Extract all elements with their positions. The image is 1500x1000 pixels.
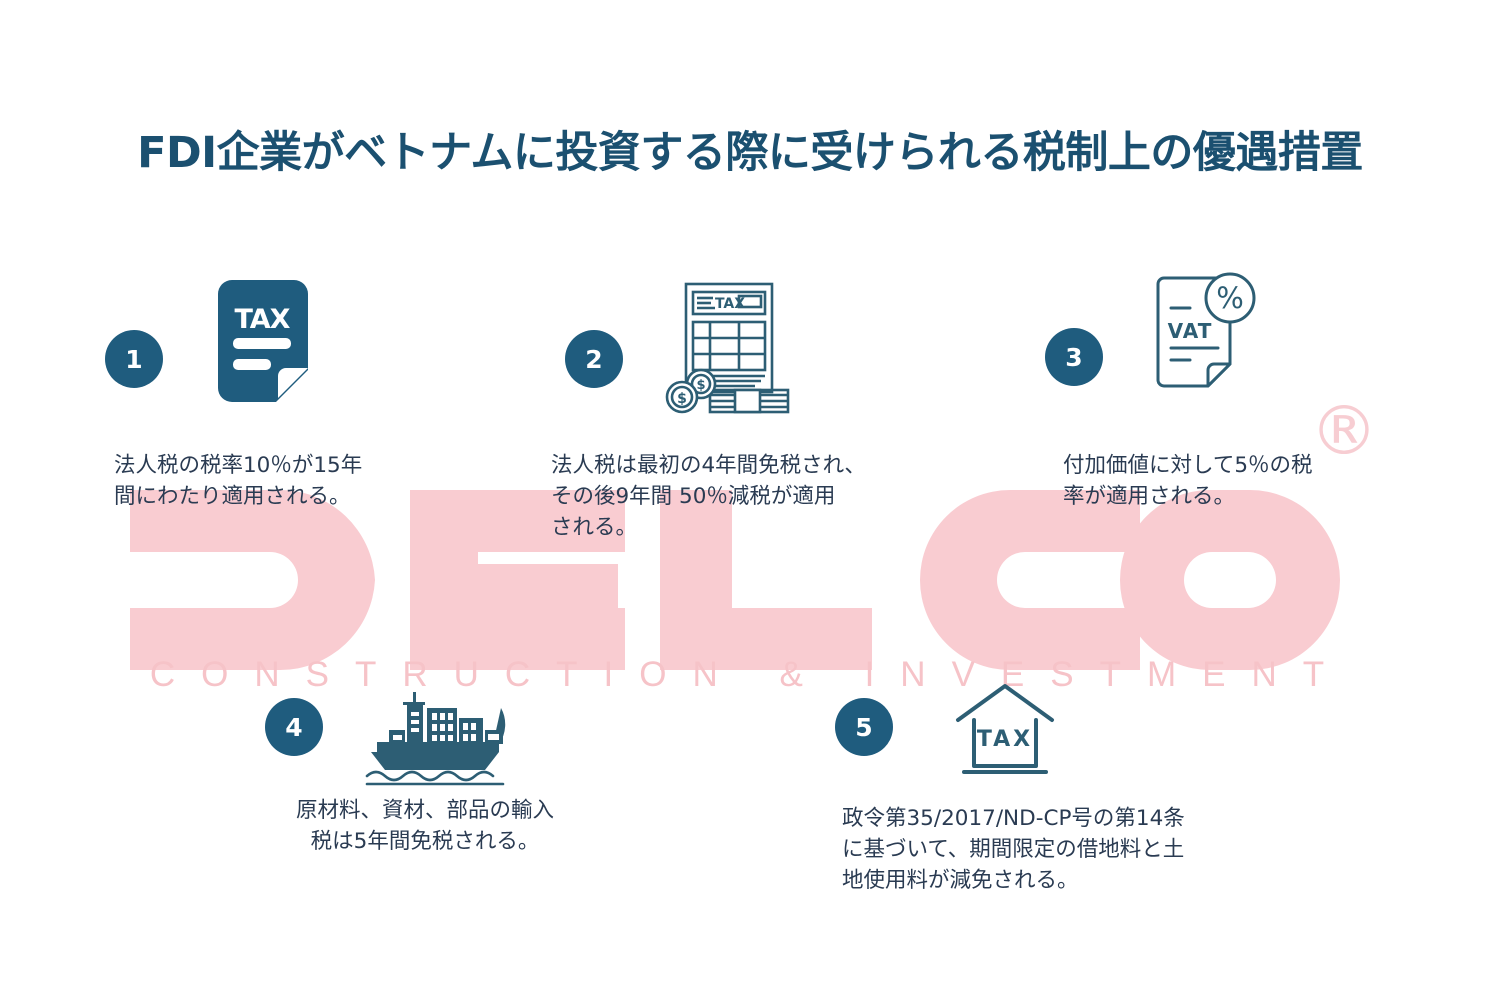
benefit-item-3: 3 VAT % 付加価値に対して5％の xyxy=(1020,270,1350,512)
benefit-item-4: 4 xyxy=(255,690,595,857)
svg-text:TAX: TAX xyxy=(977,727,1033,752)
svg-text:TAX: TAX xyxy=(715,296,745,312)
watermark-tagline: CONSTRUCTION & INVESTMENT xyxy=(149,655,1351,694)
item-3-number-badge: 3 xyxy=(1045,328,1103,386)
svg-text:$: $ xyxy=(677,391,687,407)
svg-text:VAT: VAT xyxy=(1168,319,1213,343)
item-4-description: 原材料、資材、部品の輸入 税は5年間免税される。 xyxy=(295,798,554,854)
benefit-item-1: 1 TAX 法人税の税率10％が15年 間にわたり適用される。 xyxy=(100,280,430,512)
tax-house-icon: TAX xyxy=(950,680,1060,787)
item-5-header: 5 TAX xyxy=(830,680,1250,795)
svg-text:%: % xyxy=(1216,281,1244,315)
item-2-number-badge: 2 xyxy=(565,330,623,388)
item-1-description: 法人税の税率10％が15年 間にわたり適用される。 xyxy=(114,453,363,509)
svg-text:$: $ xyxy=(696,378,705,393)
item-5-number-badge: 5 xyxy=(835,698,893,756)
item-4-header: 4 xyxy=(255,690,595,795)
svg-text:TAX: TAX xyxy=(234,304,290,335)
benefit-item-2: 2 xyxy=(545,280,895,543)
tax-form-money-icon: TAX $ $ xyxy=(663,280,797,421)
cargo-ship-icon xyxy=(355,690,515,795)
vat-document-percent-icon: VAT % xyxy=(1142,270,1258,401)
item-5-description: 政令第35/2017/ND-CP号の第14条 に基づいて、期間限定の借地料と土 … xyxy=(842,806,1185,893)
item-1-number-badge: 1 xyxy=(105,330,163,388)
benefit-item-5: 5 TAX 政令第35/2017/ND-CP号の第14条 に基づいて、期間限定の… xyxy=(830,680,1250,896)
tax-document-icon: TAX xyxy=(210,280,316,413)
item-2-header: 2 xyxy=(545,280,895,420)
item-3-description: 付加価値に対して5％の税 率が適用される。 xyxy=(1063,453,1313,509)
item-2-description: 法人税は最初の4年間免税され、 その後9年間 50％減税が適用 される。 xyxy=(551,453,866,540)
page-title: FDI企業がベトナムに投資する際に受けられる税制上の優遇措置 xyxy=(137,128,1363,178)
item-1-header: 1 TAX xyxy=(100,280,430,420)
item-4-number-badge: 4 xyxy=(265,698,323,756)
item-3-header: 3 VAT % xyxy=(1020,270,1350,410)
